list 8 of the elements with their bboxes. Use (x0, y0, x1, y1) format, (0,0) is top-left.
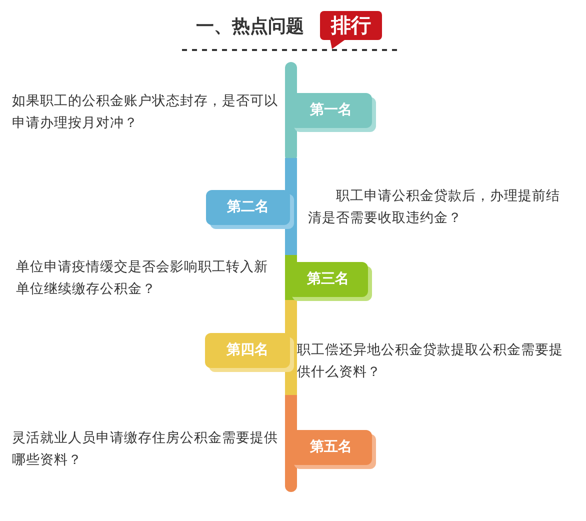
rank-tab: 第四名 (205, 333, 290, 368)
question-text: 灵活就业人员申请缴存住房公积金需要提供哪些资料？ (12, 429, 279, 470)
rank-tab: 第二名 (206, 190, 290, 225)
question-text: 职工申请公积金贷款后，办理提前结清是否需要收取违约金？ (308, 187, 561, 228)
question-text: 单位申请疫情缓交是否会影响职工转入新单位继续缴存公积金？ (16, 258, 269, 299)
question-text: 如果职工的公积金账户状态封存，是否可以申请办理按月对冲？ (12, 92, 279, 133)
question-text: 职工偿还异地公积金贷款提取公积金需要提供什么资料？ (297, 341, 564, 382)
heading: 一、热点问题 (196, 15, 304, 39)
